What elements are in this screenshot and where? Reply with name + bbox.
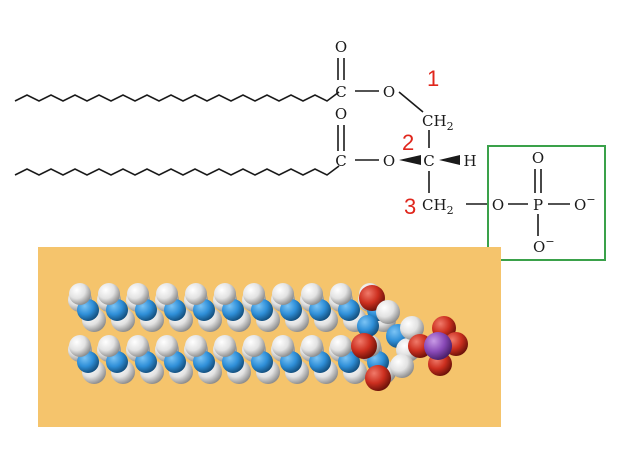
carbon-atom-model (357, 315, 379, 337)
hydrogen-atom-model (69, 283, 91, 305)
hydrogen-atom-model (272, 283, 294, 305)
phosphate-link-oxygen: O (492, 196, 504, 214)
hydrogen-atom-model (243, 283, 265, 305)
carbon-number-3: 3 (404, 194, 416, 219)
space-filling-model (68, 283, 468, 391)
hydrogen-atom-model (272, 335, 294, 357)
hydrogen-atom-model (185, 335, 207, 357)
hydrogen-atom-model (98, 283, 120, 305)
oxygen-atom-model (359, 285, 385, 311)
hydrogen-atom-model (301, 283, 323, 305)
hydrogen-atom-model (214, 335, 236, 357)
hydrogen-atom: H (463, 152, 476, 170)
o-ch2-bond-1 (398, 91, 424, 113)
hydrogen-atom-model (390, 354, 414, 378)
hydrogen-atom-model (127, 335, 149, 357)
phosphorus-atom-model (424, 332, 452, 360)
carbon-number-2: 2 (402, 130, 414, 155)
oxygen-atom-model (365, 365, 391, 391)
hydrogen-atom-model (376, 300, 400, 324)
central-carbon-2: C (423, 152, 434, 170)
hydrogen-atom-model (156, 283, 178, 305)
carbonyl-carbon-1: C (335, 83, 346, 101)
wedge-bond-o-c2 (399, 155, 421, 165)
fatty-acid-chain-2 (14, 165, 340, 176)
hydrogen-atom-model (156, 335, 178, 357)
ester-oxygen-1: O (383, 83, 395, 101)
wedge-bond-c2-h (439, 155, 460, 165)
phosphorus-atom: P (533, 196, 543, 214)
hydrogen-atom-model (214, 283, 236, 305)
hydrogen-atom-model (301, 335, 323, 357)
carbonyl-oxygen-2: O (335, 105, 347, 123)
phosphate-oxygen-bottom: O− (533, 235, 555, 256)
hydrogen-atom-model (98, 335, 120, 357)
hydrogen-atom-model (330, 335, 352, 357)
hydrogen-atom-model (330, 283, 352, 305)
ch2-carbon-3: CH2 (422, 196, 454, 217)
carbonyl-carbon-2: C (335, 152, 346, 170)
hydrogen-atom-model (69, 335, 91, 357)
hydrogen-atom-model (400, 316, 424, 340)
carbonyl-oxygen-1: O (335, 38, 347, 56)
hydrogen-atom-model (243, 335, 265, 357)
carbon-number-1: 1 (427, 66, 439, 91)
hydrogen-atom-model (185, 283, 207, 305)
phosphate-highlight-box (487, 145, 606, 261)
phosphate-oxygen-top: O (532, 149, 544, 167)
structural-formula: O C O CH2 O C O C H CH2 O P O O− (14, 38, 596, 256)
ester-oxygen-2: O (383, 152, 395, 170)
oxygen-atom-model (351, 333, 377, 359)
hydrogen-atom-model (127, 283, 149, 305)
fatty-acid-chain-1 (14, 91, 340, 102)
phosphate-oxygen-right: O− (574, 193, 596, 214)
ch2-carbon-1: CH2 (422, 112, 454, 133)
